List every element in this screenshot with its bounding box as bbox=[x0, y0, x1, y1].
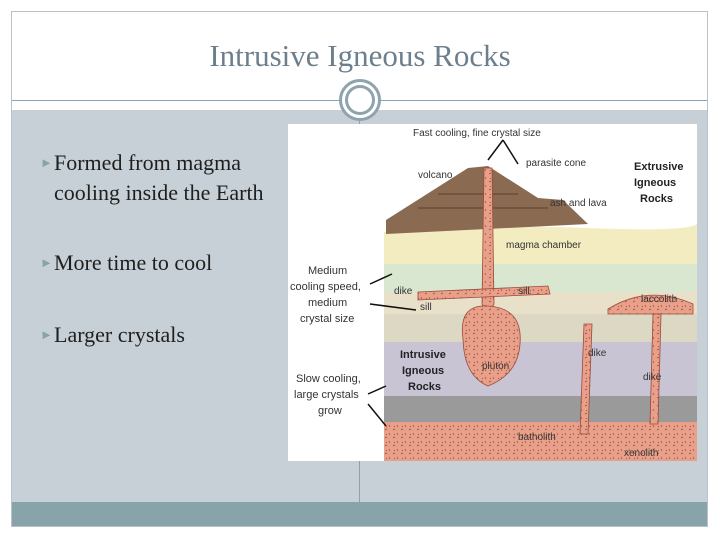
bullet-text: More time to cool bbox=[54, 250, 213, 275]
label-dike-left: dike bbox=[394, 286, 413, 297]
arrow-icon bbox=[502, 139, 519, 165]
diagram-svg: Fast cooling, fine crystal size volcano … bbox=[290, 128, 697, 461]
label-medium: cooling speed, bbox=[290, 281, 361, 293]
bullet-text: Formed from magma cooling inside the Ear… bbox=[54, 150, 264, 205]
label-slow: large crystals bbox=[294, 389, 359, 401]
slide-frame bbox=[11, 11, 708, 527]
label-xenolith: xenolith bbox=[624, 448, 658, 459]
bullet-arrow-icon: ► bbox=[40, 155, 53, 170]
ring-ornament-inner bbox=[345, 85, 375, 115]
arrow-icon bbox=[487, 139, 504, 161]
dike-shape bbox=[649, 313, 662, 425]
bullet-list: ► Formed from magma cooling inside the E… bbox=[40, 148, 270, 376]
arrow-icon bbox=[367, 403, 387, 427]
bullet-arrow-icon: ► bbox=[40, 327, 53, 342]
footer-bar bbox=[12, 502, 707, 526]
label-fast-cooling: Fast cooling, fine crystal size bbox=[413, 128, 541, 139]
label-ash-lava: ash and lava bbox=[550, 198, 607, 209]
dike-shape bbox=[579, 323, 593, 435]
bullet-item: ► Formed from magma cooling inside the E… bbox=[40, 148, 270, 208]
igneous-rock-diagram: Fast cooling, fine crystal size volcano … bbox=[288, 124, 697, 461]
slide-title: Intrusive Igneous Rocks bbox=[209, 38, 511, 73]
label-slow: grow bbox=[318, 405, 342, 417]
label-batholith: batholith bbox=[518, 432, 556, 443]
laccolith bbox=[607, 294, 694, 315]
label-sill-left: sill bbox=[420, 302, 432, 313]
label-medium: medium bbox=[308, 297, 347, 309]
label-medium: crystal size bbox=[300, 313, 354, 325]
bullet-text: Larger crystals bbox=[54, 322, 185, 347]
arrow-icon bbox=[367, 385, 387, 395]
sill bbox=[417, 285, 551, 301]
pluton bbox=[461, 305, 521, 387]
label-extrusive: Rocks bbox=[640, 193, 673, 205]
label-volcano: volcano bbox=[418, 170, 453, 181]
bullet-item: ► Larger crystals bbox=[40, 320, 270, 350]
label-pluton: pluton bbox=[482, 361, 509, 372]
label-dike-center: dike bbox=[588, 348, 607, 359]
label-slow: Slow cooling, bbox=[296, 373, 361, 385]
bullet-item: ► More time to cool bbox=[40, 248, 270, 278]
label-extrusive: Igneous bbox=[634, 177, 676, 189]
label-intrusive: Rocks bbox=[408, 381, 441, 393]
label-intrusive: Igneous bbox=[402, 365, 444, 377]
label-extrusive: Extrusive bbox=[634, 161, 684, 173]
label-dike-right: dike bbox=[643, 372, 662, 383]
label-parasite-cone: parasite cone bbox=[526, 158, 586, 169]
arrow-icon bbox=[369, 273, 393, 285]
label-sill-right: sill bbox=[518, 286, 530, 297]
arrow-icon bbox=[369, 303, 417, 311]
label-medium: Medium bbox=[308, 265, 347, 277]
label-magma-chamber: magma chamber bbox=[506, 240, 582, 251]
bullet-arrow-icon: ► bbox=[40, 255, 53, 270]
label-laccolith: laccolith bbox=[641, 294, 677, 305]
label-intrusive: Intrusive bbox=[400, 349, 446, 361]
